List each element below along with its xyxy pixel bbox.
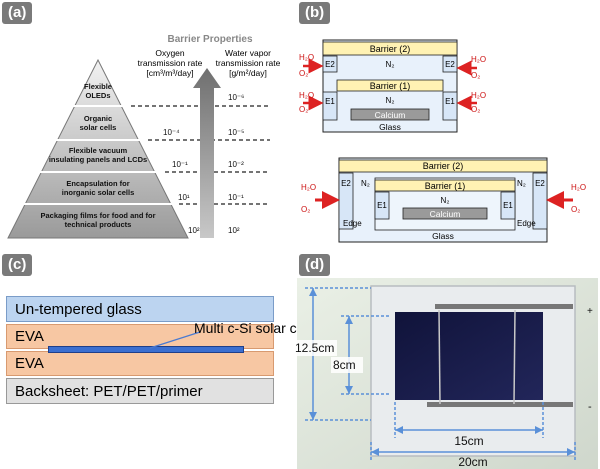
panel-d: (d) + - — [295, 252, 600, 469]
svg-text:[g/m²/day]: [g/m²/day] — [229, 68, 267, 78]
water-value: 10⁻⁵ — [228, 128, 244, 137]
oxygen-value: 10⁻⁴ — [163, 128, 180, 137]
svg-text:Edge: Edge — [343, 219, 362, 228]
water-value: 10² — [228, 226, 240, 235]
panel-b-tag: (b) — [299, 2, 331, 24]
panel-a: (a) Barrier Properties — [0, 0, 290, 250]
dim-20cm: 20cm — [458, 455, 487, 469]
svg-text:E1: E1 — [503, 201, 513, 210]
glass-layer-label: Un-tempered glass — [15, 301, 142, 318]
svg-text:Water vapor: Water vapor — [225, 48, 271, 58]
barrier-properties-title: Barrier Properties — [167, 34, 252, 45]
svg-text:N₂: N₂ — [441, 196, 450, 205]
svg-text:Barrier (1): Barrier (1) — [425, 181, 466, 191]
svg-text:transmission rate: transmission rate — [138, 58, 203, 68]
svg-text:H₂O: H₂O — [471, 55, 486, 64]
svg-text:H₂O: H₂O — [299, 53, 314, 62]
oxygen-value: 10² — [188, 226, 200, 235]
glass-layer: Un-tempered glass — [6, 296, 274, 322]
svg-text:inorganic solar cells: inorganic solar cells — [62, 188, 135, 197]
svg-text:Barrier (2): Barrier (2) — [370, 44, 411, 54]
encapsulation-schematic: Barrier (2) E2 E2 N₂ Barrier (1) E1 E1 N… — [299, 39, 586, 243]
svg-text:E2: E2 — [535, 179, 545, 188]
svg-text:N₂: N₂ — [361, 179, 370, 188]
panel-c-tag: (c) — [2, 254, 33, 276]
svg-text:H₂O: H₂O — [471, 91, 486, 100]
svg-text:E1: E1 — [325, 97, 335, 106]
backsheet-layer: Backsheet: PET/PET/primer — [6, 378, 274, 404]
svg-text:O₂: O₂ — [471, 105, 480, 114]
pyramid-shape — [7, 58, 189, 239]
eva-bottom-label: EVA — [15, 355, 44, 372]
barrier-pyramid-figure: Barrier Properties Oxygen transmission r… — [7, 34, 281, 239]
svg-text:insulating panels and LCDs: insulating panels and LCDs — [49, 155, 147, 164]
eva-top-label: EVA — [15, 328, 44, 345]
backsheet-label: Backsheet: PET/PET/primer — [15, 383, 203, 400]
minus-terminal: - — [588, 401, 592, 413]
top-stack: Barrier (2) E2 E2 N₂ Barrier (1) E1 E1 N… — [299, 39, 486, 133]
tier-1-label: Flexible — [84, 82, 112, 91]
water-value: 10⁻⁶ — [228, 93, 244, 102]
svg-text:O₂: O₂ — [301, 205, 310, 214]
dim-15cm: 15cm — [454, 434, 483, 448]
tier-4-label: Encapsulation for — [66, 179, 129, 188]
eva-layer-bottom: EVA — [6, 351, 274, 376]
water-value: 10⁻¹ — [228, 193, 244, 202]
svg-text:H₂O: H₂O — [301, 183, 316, 192]
svg-text:N₂: N₂ — [386, 96, 395, 105]
svg-text:N₂: N₂ — [386, 60, 395, 69]
svg-text:[cm³/m³/day]: [cm³/m³/day] — [146, 68, 193, 78]
svg-text:Oxygen: Oxygen — [155, 48, 185, 58]
svg-text:Glass: Glass — [379, 122, 401, 132]
svg-text:technical products: technical products — [65, 220, 132, 229]
solar-cell-label: Multi c-Si solar cell — [194, 320, 311, 336]
svg-text:OLEDs: OLEDs — [85, 91, 110, 100]
svg-text:E1: E1 — [377, 201, 387, 210]
svg-text:Calcium: Calcium — [375, 110, 406, 120]
svg-text:H₂O: H₂O — [571, 183, 586, 192]
svg-text:N₂: N₂ — [517, 179, 526, 188]
svg-text:E2: E2 — [341, 179, 351, 188]
panel-c: (c) Un-tempered glass EVA EVA Multi c-Si… — [0, 252, 311, 469]
tier-dashed-lines — [131, 105, 270, 205]
oxygen-value: 10⁻¹ — [172, 160, 188, 169]
solar-cell — [395, 312, 543, 400]
panel-b: (b) Barrier (2) E2 E2 N₂ Barrier (1) E1 — [295, 0, 600, 250]
tier-3-label: Flexible vacuum — [69, 146, 128, 155]
module-photo: + - — [295, 278, 598, 469]
cell-pointer — [149, 331, 201, 349]
tier-2-label: Organic — [84, 114, 112, 123]
svg-text:Glass: Glass — [432, 231, 454, 241]
svg-text:Calcium: Calcium — [430, 209, 461, 219]
svg-text:E1: E1 — [445, 97, 455, 106]
svg-text:Barrier (1): Barrier (1) — [370, 81, 411, 91]
dim-12-5cm: 12.5cm — [295, 341, 334, 355]
svg-text:O₂: O₂ — [299, 69, 308, 78]
oxygen-value: 10¹ — [178, 193, 190, 202]
svg-text:solar cells: solar cells — [80, 123, 117, 132]
svg-text:O₂: O₂ — [299, 105, 308, 114]
tier-5-label: Packaging films for food and for — [40, 211, 155, 220]
svg-text:E2: E2 — [325, 60, 335, 69]
panel-a-tag: (a) — [2, 2, 33, 24]
svg-text:O₂: O₂ — [471, 71, 480, 80]
bottom-stack: Barrier (2) E2 E2 N₂ N₂ Barrier (1) E1 E… — [301, 157, 586, 243]
water-value: 10⁻² — [228, 160, 244, 169]
svg-text:O₂: O₂ — [571, 205, 580, 214]
solar-cell-layer — [48, 346, 244, 353]
svg-text:H₂O: H₂O — [299, 91, 314, 100]
panel-d-tag: (d) — [299, 254, 331, 276]
svg-text:Edge: Edge — [517, 219, 536, 228]
svg-text:Barrier (2): Barrier (2) — [423, 161, 464, 171]
dim-8cm: 8cm — [333, 358, 356, 372]
svg-text:transmission rate: transmission rate — [216, 58, 281, 68]
barrier-arrow — [193, 68, 221, 238]
plus-terminal: + — [587, 306, 593, 317]
svg-text:E2: E2 — [445, 60, 455, 69]
